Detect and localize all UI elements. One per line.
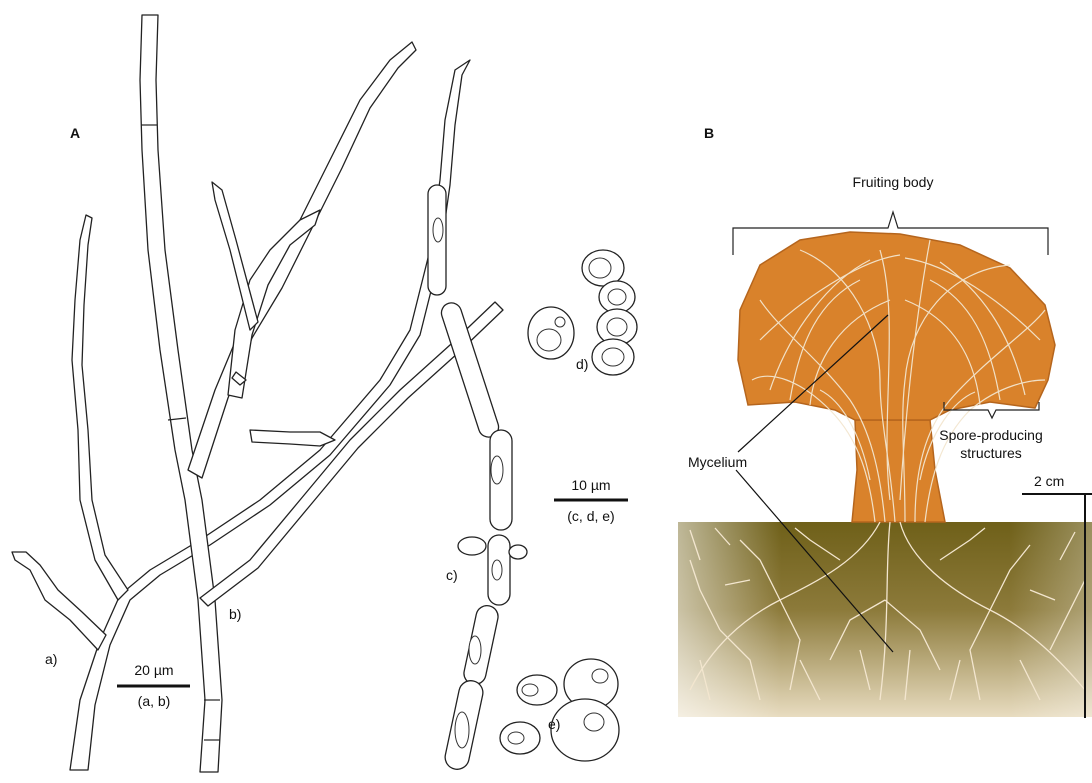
mycelium-label: Mycelium — [688, 455, 747, 469]
label-c: c) — [446, 568, 458, 582]
scale-10um-value: 10 µm — [548, 478, 634, 492]
cap — [738, 232, 1055, 420]
panel-label-b: B — [704, 126, 714, 140]
scale-20um-value: 20 µm — [112, 663, 196, 677]
hypha-a-branch-low — [12, 552, 106, 650]
hypha-a-branch-left — [72, 215, 128, 600]
label-d: d) — [576, 357, 588, 371]
cells-e-budding — [500, 659, 619, 761]
panel-label-a: A — [70, 126, 80, 140]
fruiting-body-label: Fruiting body — [820, 175, 966, 189]
hypha-c-cell-chain — [428, 185, 527, 772]
spore-structures-label-line1: Spore-producing — [926, 428, 1056, 442]
label-b: b) — [229, 607, 241, 621]
hyphae-drawing — [12, 15, 637, 772]
hypha-b-side-stub — [250, 430, 335, 446]
scale-10um-caption: (c, d, e) — [548, 509, 634, 523]
label-e: e) — [548, 717, 560, 731]
hypha-b-main — [140, 15, 222, 772]
label-a: a) — [45, 652, 57, 666]
scale-2cm-label: 2 cm — [1034, 474, 1064, 488]
spore-structures-label-line2: structures — [926, 446, 1056, 460]
hypha-b-small-branch — [212, 182, 258, 330]
scale-20um-caption: (a, b) — [112, 694, 196, 708]
